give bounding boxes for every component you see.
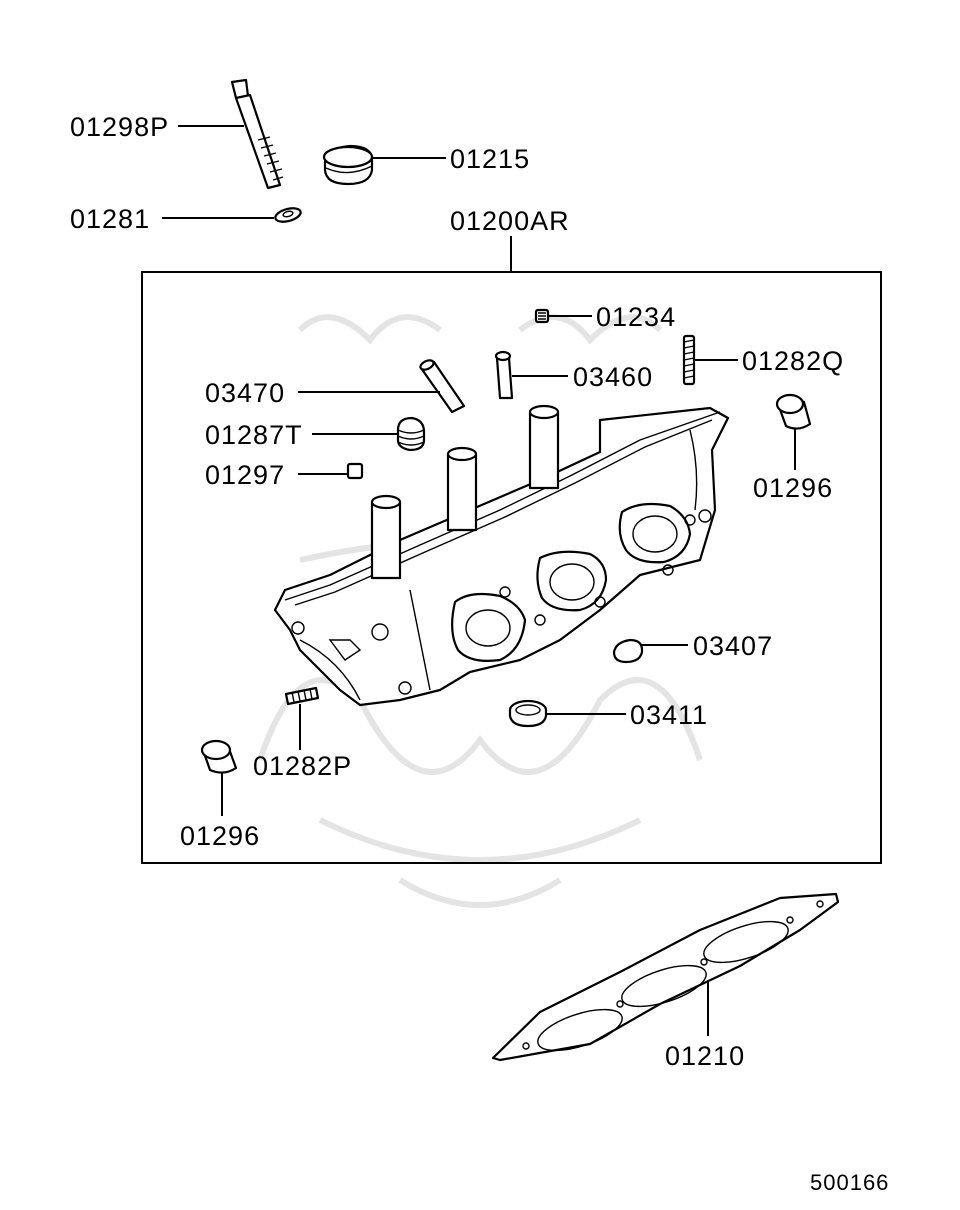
part-label-cap-left[interactable]: 01296 xyxy=(180,821,260,851)
part-label-stud-q[interactable]: 01282Q xyxy=(742,346,844,376)
washer-part[interactable] xyxy=(274,206,302,224)
part-label-cap-right[interactable]: 01296 xyxy=(753,473,833,503)
part-label-gasket[interactable]: 01210 xyxy=(665,1041,745,1071)
diagram-id: 500166 xyxy=(810,1170,889,1195)
part-label-small-plug[interactable]: 01234 xyxy=(596,302,676,332)
spark-tube-2 xyxy=(446,446,478,532)
stud-p-part[interactable] xyxy=(284,686,320,706)
part-label-screw-plug[interactable]: 01287T xyxy=(205,420,303,450)
seat-ring-part[interactable] xyxy=(612,638,644,664)
part-label-seal-ring[interactable]: 03411 xyxy=(630,700,708,730)
part-label-pin[interactable]: 01297 xyxy=(205,460,285,490)
cap-left-part[interactable] xyxy=(200,739,238,774)
cap-right-part[interactable] xyxy=(775,393,812,430)
part-label-guide-intake[interactable]: 03460 xyxy=(573,362,653,392)
spark-tube-1 xyxy=(370,494,402,580)
pin-part[interactable] xyxy=(346,462,364,480)
part-label-stud-p[interactable]: 01282P xyxy=(253,751,352,781)
group-label[interactable]: 01200AR xyxy=(450,206,570,236)
part-label-seat-ring[interactable]: 03407 xyxy=(693,631,773,661)
screw-plug-part[interactable] xyxy=(396,416,426,452)
spark-tube-3 xyxy=(528,404,560,490)
part-label-plug-cap[interactable]: 01215 xyxy=(450,144,530,174)
guide-exhaust-part[interactable] xyxy=(419,358,466,414)
stud-q-part[interactable] xyxy=(682,334,696,386)
part-label-washer[interactable]: 01281 xyxy=(70,204,150,234)
plug-cap-part[interactable] xyxy=(322,144,374,186)
small-plug-part[interactable] xyxy=(534,308,550,324)
part-label-bolt[interactable]: 01298P xyxy=(70,112,169,142)
gasket-part[interactable] xyxy=(491,892,840,1062)
part-label-guide-exhaust[interactable]: 03470 xyxy=(205,378,285,408)
seal-ring-part[interactable] xyxy=(508,699,548,728)
guide-intake-part[interactable] xyxy=(494,350,514,400)
bolt-part[interactable] xyxy=(230,78,284,190)
cylinder-head-part[interactable] xyxy=(273,404,730,707)
